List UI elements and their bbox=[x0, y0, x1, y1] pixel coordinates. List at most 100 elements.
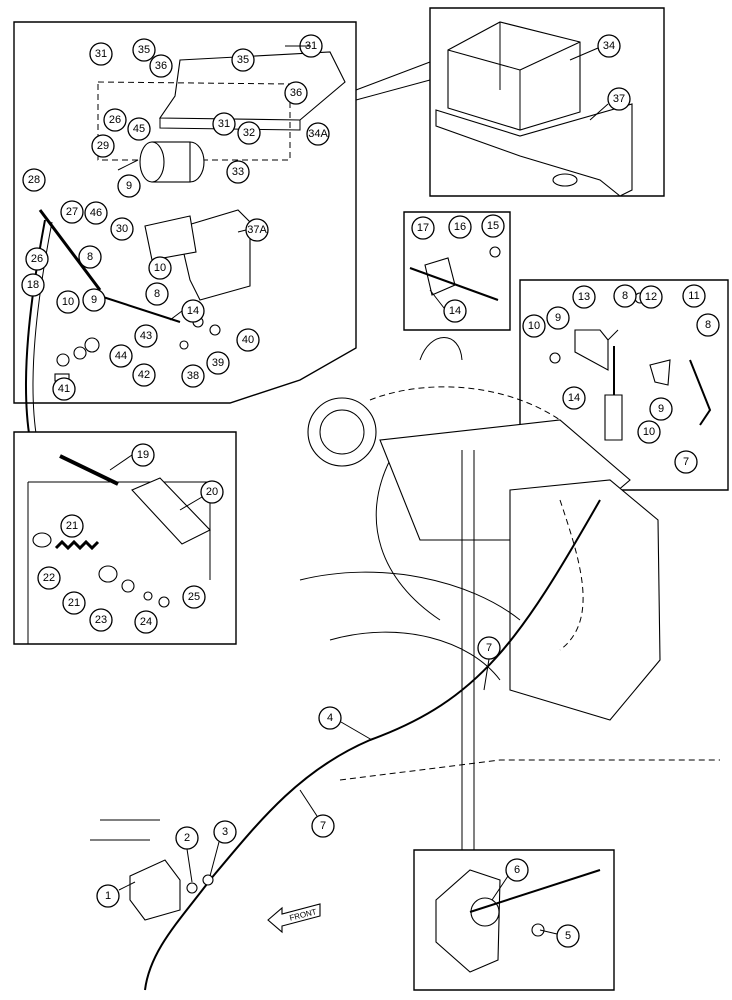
svg-text:24: 24 bbox=[140, 616, 152, 628]
svg-text:45: 45 bbox=[133, 123, 145, 135]
svg-text:2: 2 bbox=[184, 832, 190, 844]
callout-8-upper: 8 bbox=[78, 245, 102, 269]
svg-text:42: 42 bbox=[138, 369, 150, 381]
svg-text:26: 26 bbox=[109, 114, 121, 126]
callout-29: 29 bbox=[91, 134, 115, 158]
svg-text:9: 9 bbox=[555, 312, 561, 324]
svg-text:22: 22 bbox=[43, 572, 55, 584]
callout-26-upper: 26 bbox=[103, 108, 127, 132]
callout-32: 32 bbox=[237, 121, 261, 145]
front-direction-arrow: FRONT bbox=[267, 903, 321, 934]
callout-35-b: 35 bbox=[231, 48, 255, 72]
svg-text:27: 27 bbox=[66, 206, 78, 218]
svg-text:17: 17 bbox=[417, 222, 429, 234]
svg-text:1: 1 bbox=[105, 890, 111, 902]
svg-text:39: 39 bbox=[212, 357, 224, 369]
callout-24: 24 bbox=[134, 610, 158, 634]
callout-12: 12 bbox=[639, 285, 663, 309]
svg-text:10: 10 bbox=[154, 262, 166, 274]
svg-text:29: 29 bbox=[97, 140, 109, 152]
svg-text:31: 31 bbox=[218, 118, 230, 130]
callout-3: 3 bbox=[213, 820, 237, 844]
callout-1: 1 bbox=[96, 884, 120, 908]
callout-10-detail-a: 10 bbox=[522, 314, 546, 338]
svg-text:9: 9 bbox=[126, 180, 132, 192]
svg-text:35: 35 bbox=[138, 44, 150, 56]
leader-lines bbox=[109, 45, 609, 935]
svg-text:37A: 37A bbox=[247, 224, 267, 236]
callout-14-bracket: 14 bbox=[443, 299, 467, 323]
svg-text:46: 46 bbox=[90, 207, 102, 219]
callout-19: 19 bbox=[131, 443, 155, 467]
callout-45: 45 bbox=[127, 117, 151, 141]
svg-text:25: 25 bbox=[188, 591, 200, 603]
svg-text:44: 44 bbox=[115, 350, 127, 362]
callout-46: 46 bbox=[84, 201, 108, 225]
callout-35-a: 35 bbox=[132, 38, 156, 62]
callout-14-detail: 14 bbox=[562, 386, 586, 410]
linkage-rod bbox=[24, 209, 181, 441]
svg-text:18: 18 bbox=[27, 279, 39, 291]
solenoid-cover bbox=[435, 21, 633, 197]
callout-4: 4 bbox=[318, 706, 342, 730]
callout-2: 2 bbox=[175, 826, 199, 850]
callout-39: 39 bbox=[206, 351, 230, 375]
callout-14-upper: 14 bbox=[181, 299, 205, 323]
callout-10-lower: 10 bbox=[56, 290, 80, 314]
svg-text:10: 10 bbox=[62, 296, 74, 308]
svg-text:34: 34 bbox=[603, 40, 615, 52]
callout-30: 30 bbox=[110, 217, 134, 241]
svg-text:36: 36 bbox=[290, 87, 302, 99]
callout-36-a: 36 bbox=[149, 54, 173, 78]
svg-text:8: 8 bbox=[154, 288, 160, 300]
svg-text:7: 7 bbox=[683, 456, 689, 468]
callout-7-engine: 7 bbox=[477, 636, 501, 660]
callout-15: 15 bbox=[481, 214, 505, 238]
callout-21-lower: 21 bbox=[62, 591, 86, 615]
callout-20: 20 bbox=[200, 480, 224, 504]
callout-36-b: 36 bbox=[284, 81, 308, 105]
svg-text:14: 14 bbox=[568, 392, 580, 404]
callout-7-detail: 7 bbox=[674, 450, 698, 474]
svg-text:26: 26 bbox=[31, 253, 43, 265]
svg-text:35: 35 bbox=[237, 54, 249, 66]
svg-text:14: 14 bbox=[187, 305, 199, 317]
svg-text:36: 36 bbox=[155, 60, 167, 72]
svg-text:43: 43 bbox=[140, 330, 152, 342]
callout-7-cable: 7 bbox=[311, 814, 335, 838]
svg-text:10: 10 bbox=[643, 426, 655, 438]
svg-text:10: 10 bbox=[528, 320, 540, 332]
svg-text:37: 37 bbox=[613, 93, 625, 105]
svg-text:5: 5 bbox=[565, 930, 571, 942]
callout-11: 11 bbox=[682, 284, 706, 308]
callout-28: 28 bbox=[22, 168, 46, 192]
callout-26-lower: 26 bbox=[25, 247, 49, 271]
svg-text:21: 21 bbox=[66, 520, 78, 532]
svg-text:14: 14 bbox=[449, 305, 461, 317]
callout-16: 16 bbox=[448, 215, 472, 239]
callout-27: 27 bbox=[60, 200, 84, 224]
svg-text:32: 32 bbox=[243, 127, 255, 139]
callout-18: 18 bbox=[21, 273, 45, 297]
svg-text:12: 12 bbox=[645, 291, 657, 303]
callout-37a: 37A bbox=[245, 218, 269, 242]
callout-31-a: 31 bbox=[89, 42, 113, 66]
svg-text:7: 7 bbox=[486, 642, 492, 654]
callout-34a: 34A bbox=[306, 122, 330, 146]
cable-bracket bbox=[409, 246, 501, 301]
svg-text:28: 28 bbox=[28, 174, 40, 186]
svg-text:21: 21 bbox=[68, 597, 80, 609]
callout-10-upper: 10 bbox=[148, 256, 172, 280]
svg-text:31: 31 bbox=[95, 48, 107, 60]
svg-text:20: 20 bbox=[206, 486, 218, 498]
svg-text:9: 9 bbox=[658, 403, 664, 415]
svg-text:8: 8 bbox=[705, 319, 711, 331]
callout-22: 22 bbox=[37, 566, 61, 590]
svg-text:15: 15 bbox=[487, 220, 499, 232]
spring-detail-panel bbox=[13, 431, 237, 645]
throttle-cable bbox=[144, 499, 601, 991]
callout-9-lower: 9 bbox=[82, 288, 106, 312]
svg-text:8: 8 bbox=[622, 290, 628, 302]
callout-5: 5 bbox=[556, 924, 580, 948]
